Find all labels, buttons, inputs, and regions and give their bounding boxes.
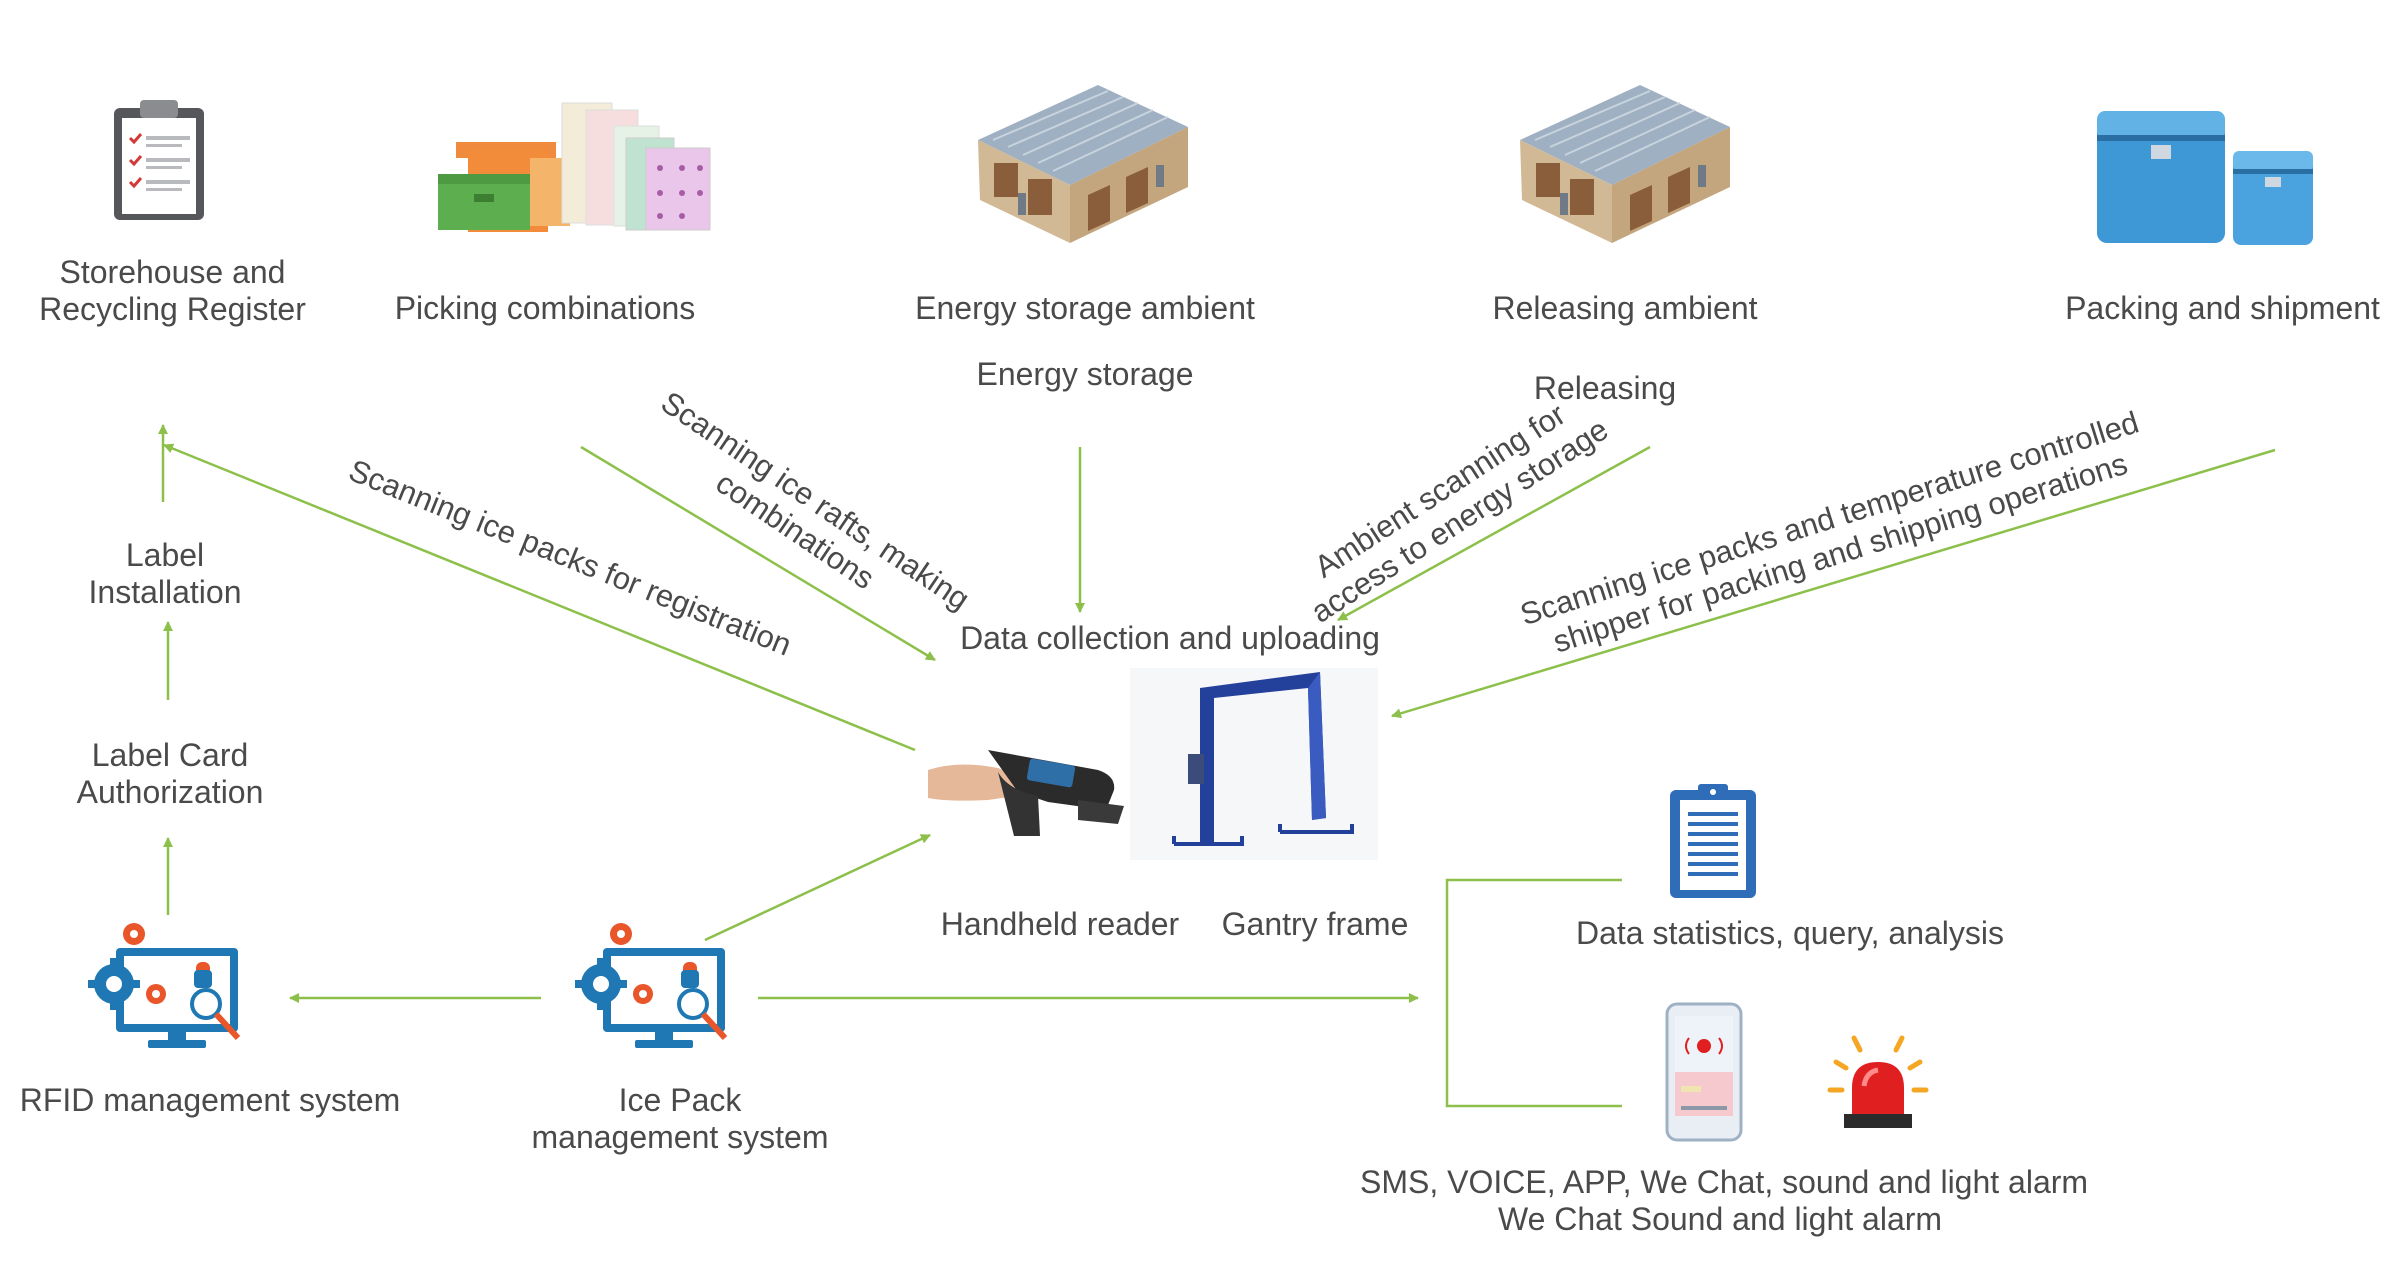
- warehouse-icon: [978, 85, 1188, 243]
- stage-releasing-sublabel: Releasing: [1533, 370, 1677, 406]
- stage-picking-label: Picking combinations: [394, 290, 696, 326]
- shipping-case-icon: [2097, 111, 2313, 245]
- stage-energy-label: Energy storage ambient: [915, 290, 1255, 326]
- smartphone-alert-icon: [1665, 1002, 1743, 1142]
- arrow-registration: [163, 443, 916, 752]
- warehouse-icon: [1520, 85, 1730, 243]
- stage-storehouse-label: Storehouse and Recycling Register: [39, 254, 306, 327]
- stage-packing-label: Packing and shipment: [2065, 290, 2380, 326]
- label-installation-label: Label Installation: [88, 537, 242, 610]
- data-statistics-label: Data statistics, query, analysis: [1575, 915, 2004, 951]
- arrow-releasing: [1337, 445, 1651, 622]
- label-card-authorization-label: Label Card Authorization: [76, 737, 264, 810]
- bracket-outputs: [1445, 878, 1622, 1108]
- arrow-packing: [1391, 448, 2276, 719]
- siren-light-icon: [1827, 1035, 1929, 1128]
- alarm-channels-label: SMS, VOICE, APP, We Chat, sound and ligh…: [1360, 1164, 2089, 1237]
- rfid-monitor-gear-icon: [88, 923, 241, 1048]
- stage-releasing-label: Releasing ambient: [1492, 290, 1758, 326]
- clipboard-icon: [114, 100, 204, 220]
- gantry-frame-label: Gantry frame: [1221, 906, 1409, 942]
- handheld-reader-label: Handheld reader: [940, 906, 1180, 942]
- icepack-monitor-gear-icon: [575, 923, 728, 1048]
- stage-energy-sublabel: Energy storage: [976, 356, 1194, 392]
- gantry-frame-icon: [1130, 668, 1378, 860]
- ice-pack-management-system-label: Ice Pack management system: [531, 1082, 829, 1155]
- ice-pack-boxes-icon: [438, 102, 711, 232]
- rfid-management-system-label: RFID management system: [19, 1082, 401, 1118]
- arrow-icepack-to-reader: [704, 833, 931, 942]
- document-report-icon: [1670, 784, 1756, 898]
- arrow-picking: [580, 445, 936, 662]
- handheld-reader-icon: [928, 750, 1124, 836]
- collection-title: Data collection and uploading: [960, 620, 1380, 656]
